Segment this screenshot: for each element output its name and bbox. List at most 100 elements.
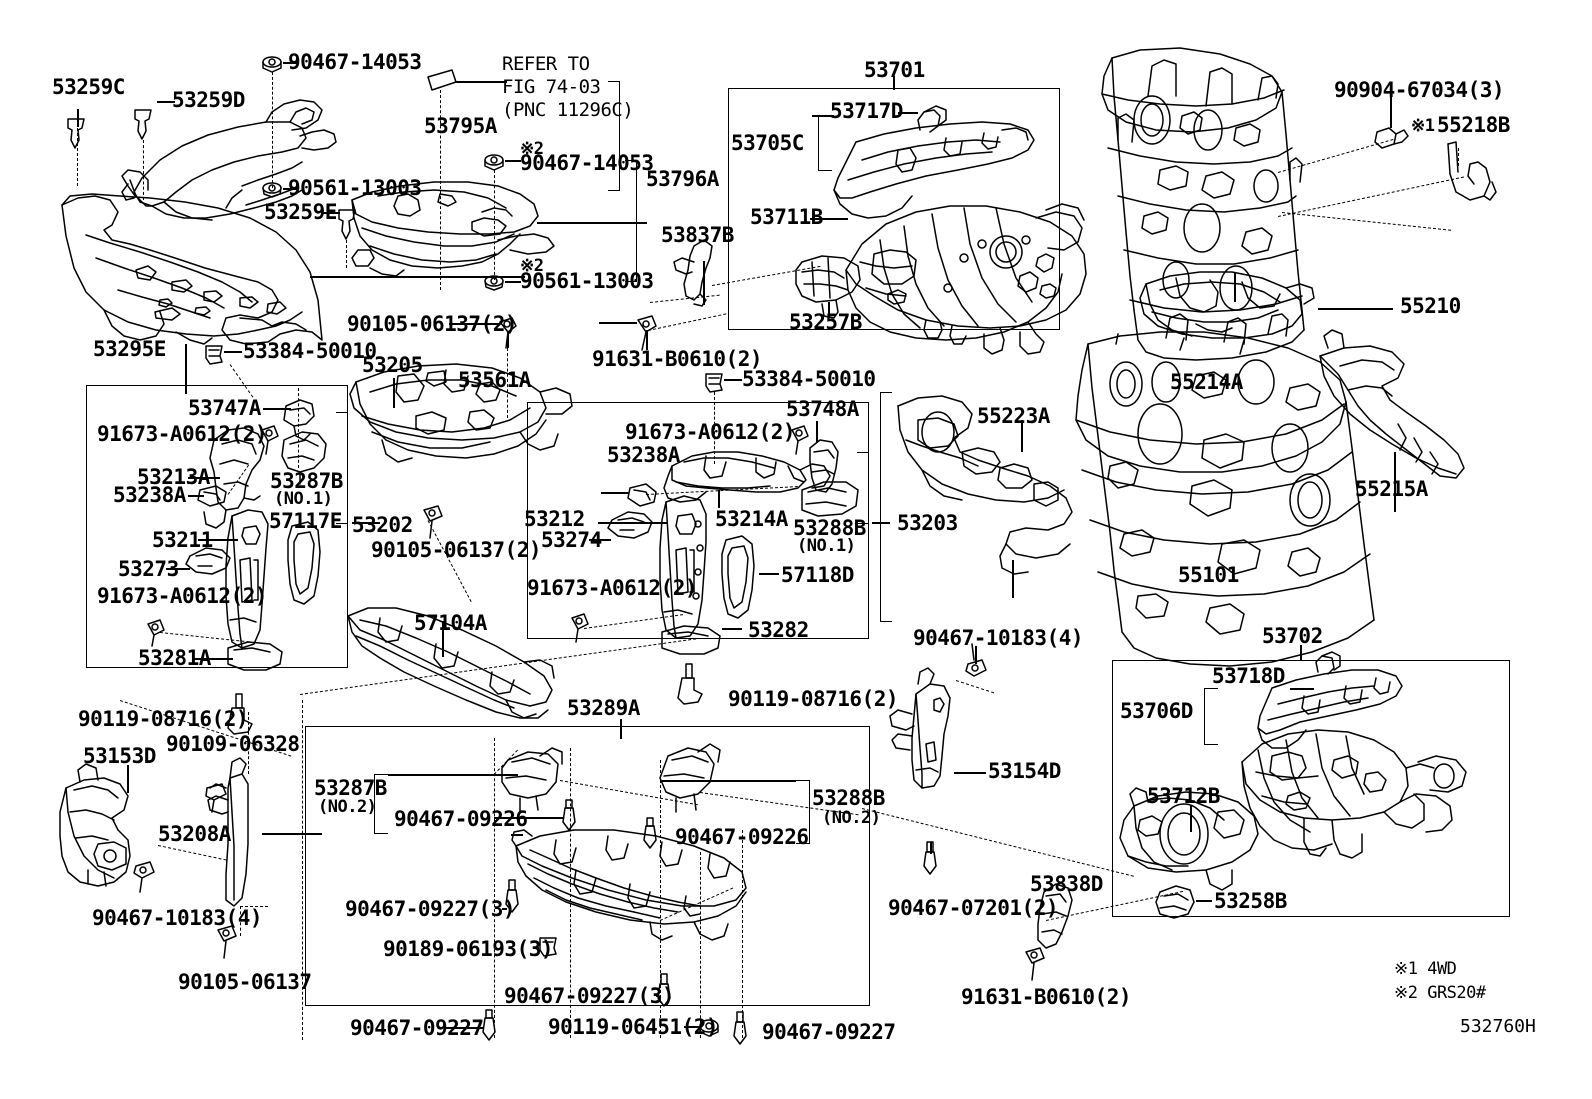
label-53287B-no2: 53287B	[314, 776, 387, 800]
label-53705C: 53705C	[731, 131, 804, 155]
assembly-dash	[955, 680, 995, 694]
label-57117E: 57117E	[269, 509, 342, 533]
assembly-dash	[1281, 212, 1452, 231]
label-55214A: 55214A	[1170, 370, 1243, 394]
assembly-dash	[649, 294, 720, 303]
leader	[898, 112, 918, 114]
assembly-dash	[1277, 176, 1464, 217]
label-55215A: 55215A	[1355, 477, 1428, 501]
label-53287B-no1-sub: (NO.1)	[274, 489, 333, 509]
diagram-code: 532760H	[1460, 1016, 1536, 1037]
label-90189-06193-3: 90189-06193(3)	[383, 937, 554, 961]
label-90467-09227-b: 90467-09227	[762, 1020, 896, 1044]
leader	[262, 833, 322, 835]
label-90467-14053-b: 90467-14053	[520, 151, 654, 175]
assembly-dash	[302, 700, 303, 1040]
leader	[1012, 560, 1014, 598]
leader	[872, 522, 890, 524]
leader	[393, 378, 395, 408]
label-90467-09227-a: 90467-09227	[350, 1016, 484, 1040]
leader	[449, 323, 499, 325]
label-90467-10183-4a: 90467-10183(4)	[92, 906, 263, 930]
label-91673-A0612-a: 91673-A0612(2)	[97, 422, 268, 446]
assembly-dash	[240, 906, 268, 907]
label-53274: 53274	[541, 528, 602, 552]
assembly-dash	[272, 72, 273, 188]
label-90467-07201-2: 90467-07201(2)	[888, 896, 1059, 920]
label-90561-13003-a: 90561-13003	[288, 176, 422, 200]
label-53273: 53273	[118, 557, 179, 581]
assembly-dash	[647, 313, 727, 331]
note-mark1: ※1 4WD	[1394, 959, 1457, 979]
leader	[718, 490, 720, 508]
label-53238A-mid: 53238A	[607, 443, 680, 467]
assembly-dash	[240, 906, 241, 936]
bracket-53288B-no2	[796, 780, 810, 844]
label-53211: 53211	[152, 528, 213, 552]
assembly-dash	[494, 738, 495, 1038]
label-53288B-no2-sub: (NO.2)	[822, 808, 881, 828]
label-90467-10183-4b: 90467-10183(4)	[913, 626, 1084, 650]
bracket-53287B-no2	[374, 774, 388, 834]
label-90119-08716-b: 90119-08716(2)	[78, 707, 249, 731]
label-53203: 53203	[897, 511, 958, 535]
leader	[323, 212, 340, 214]
assembly-dash	[861, 808, 1134, 877]
group-box-53289A	[305, 726, 870, 1006]
leader	[352, 522, 380, 524]
label-53795A: 53795A	[424, 114, 497, 138]
assembly-dash	[507, 348, 508, 418]
label-90467-09226-a: 90467-09226	[394, 807, 528, 831]
leader	[157, 101, 175, 103]
label-53288B-no2: 53288B	[812, 786, 885, 810]
leader	[507, 332, 509, 348]
leader	[263, 408, 291, 410]
label-91673-A0612-b: 91673-A0612(2)	[97, 584, 268, 608]
leader	[1394, 452, 1396, 512]
leader	[283, 188, 298, 190]
leader	[816, 421, 818, 443]
leader	[127, 765, 129, 793]
label-90119-06451-2: 90119-06451(2)	[548, 1015, 719, 1039]
label-53561A: 53561A	[458, 368, 531, 392]
bracket-53796A	[625, 160, 637, 282]
label-53796A: 53796A	[646, 167, 719, 191]
label-refer-line1: REFER TO	[502, 53, 590, 75]
leader	[77, 109, 79, 127]
label-55101: 55101	[1178, 563, 1239, 587]
assembly-dash	[298, 388, 299, 468]
leader	[724, 379, 742, 381]
group-box-53202	[86, 385, 348, 668]
leader	[193, 658, 233, 660]
leader	[599, 322, 637, 324]
label-53205: 53205	[362, 353, 423, 377]
label-53837B: 53837B	[661, 223, 734, 247]
leader	[1318, 308, 1393, 310]
leader	[1300, 645, 1302, 660]
leader	[1190, 806, 1192, 832]
leader	[442, 621, 444, 657]
label-90467-09227-3a: 90467-09227(3)	[345, 897, 516, 921]
leader	[505, 160, 521, 162]
label-53384-50010-b: 53384-50010	[742, 367, 876, 391]
leader	[589, 539, 611, 541]
label-90105-06137-2a: 90105-06137(2)	[347, 312, 518, 336]
leader	[198, 539, 238, 541]
label-53154D: 53154D	[988, 759, 1061, 783]
label-53257B: 53257B	[789, 310, 862, 334]
label-55223A: 55223A	[977, 404, 1050, 428]
label-90105-06137: 90105-06137	[178, 970, 312, 994]
label-91631-B0610-b: 91631-B0610(2)	[961, 985, 1132, 1009]
leader	[1290, 688, 1314, 690]
leader	[759, 573, 779, 575]
label-53702: 53702	[1262, 624, 1323, 648]
assembly-dash	[714, 392, 715, 464]
label-53287B-no2-sub: (NO.2)	[318, 797, 377, 817]
leader	[283, 62, 298, 64]
bracket-line	[662, 780, 796, 782]
label-53718D: 53718D	[1212, 664, 1285, 688]
label-53711B: 53711B	[750, 205, 823, 229]
assembly-dash	[494, 170, 495, 280]
leader	[188, 495, 204, 497]
bracket-53202	[336, 412, 348, 524]
